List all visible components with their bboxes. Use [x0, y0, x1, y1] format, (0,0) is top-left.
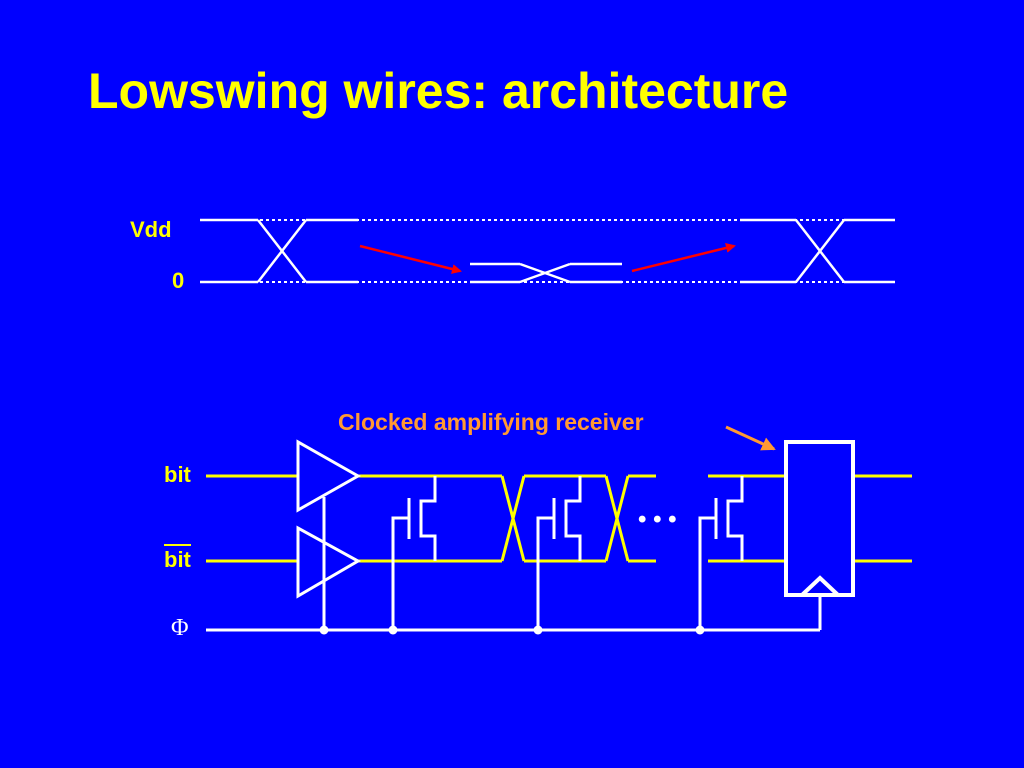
red-arrow-right: [631, 243, 736, 273]
waveform-low-swing: [470, 262, 622, 284]
bitbar-label: bit: [164, 544, 191, 573]
bit-wires: [206, 474, 912, 563]
red-arrow-left: [359, 244, 462, 274]
clock-phi-label: Φ: [171, 615, 189, 641]
receiver-label: Clocked amplifying receiver: [338, 409, 644, 435]
driver-bitbar: [296, 525, 362, 599]
orange-arrow: [725, 425, 776, 451]
waveform-full-swing-right: [740, 218, 895, 284]
vdd-label: Vdd: [130, 217, 172, 242]
clocked-receiver-box: [784, 440, 855, 597]
transistor-3: [698, 476, 744, 630]
transistor-2: [536, 476, 582, 630]
clock-line: [206, 497, 822, 632]
driver-bit: [296, 439, 362, 513]
bit-label: bit: [164, 462, 191, 487]
transistor-1: [391, 476, 437, 630]
waveform-full-swing-left: [200, 218, 358, 284]
zero-label: 0: [172, 268, 185, 293]
ellipsis-dots: • • •: [638, 506, 677, 533]
page-title: Lowswing wires: architecture: [88, 63, 789, 119]
